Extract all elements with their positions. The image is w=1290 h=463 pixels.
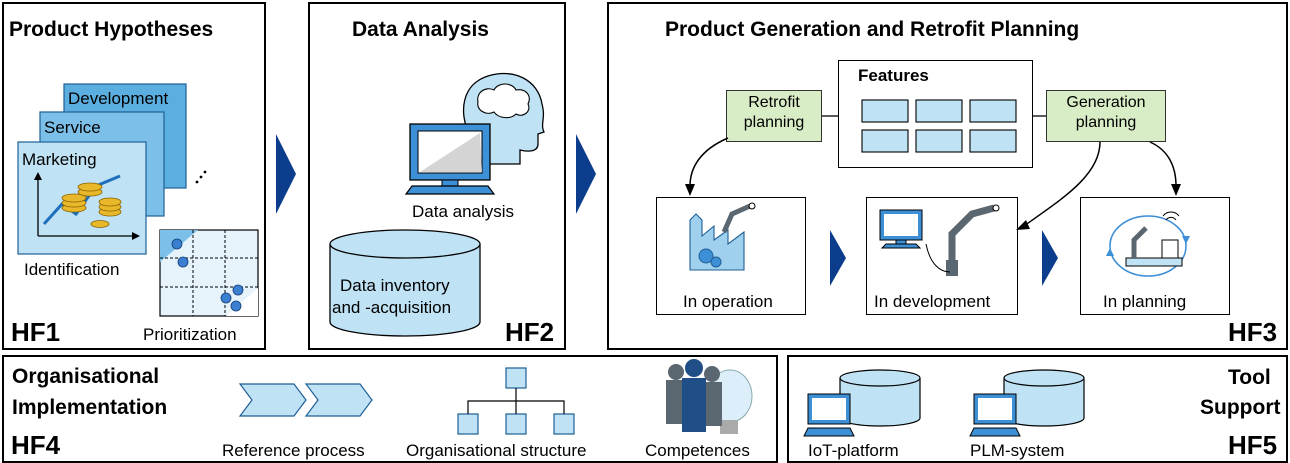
data-inventory-line1: Data inventory [340,276,450,295]
features-label: Features [858,66,929,85]
hf5-title-line1: Tool [1228,366,1271,389]
hf3-title: Product Generation and Retrofit Planning [665,18,1080,41]
identification-label: Identification [24,260,120,279]
process-arrows-icon [238,383,373,417]
card-marketing-label: Marketing [22,150,97,169]
iot-platform-label: IoT-platform [808,441,899,460]
stage-label-planning: In planning [1103,292,1187,311]
hf2-title: Data Analysis [352,18,489,41]
hf3-code: HF3 [1228,317,1278,347]
card-development-label: Development [68,89,169,108]
monitor-icon [404,123,496,195]
prioritization-label: Prioritization [143,325,237,344]
stage-chevron-1-icon [830,230,846,286]
planning-robot-icon [1106,211,1190,277]
generation-line1: Generation [1066,94,1146,111]
hf1-code: HF1 [11,317,61,347]
iot-platform-icon [803,369,921,437]
org-chart-icon [457,367,575,435]
card-service-label: Service [44,118,101,137]
data-analysis-label: Data analysis [412,202,515,221]
chevron-2-icon [576,134,596,214]
stage-label-development: In development [874,292,991,311]
generation-line2: planning [1075,114,1137,131]
generation-planning-box: Generation planning [1046,90,1166,142]
people-lightbulb-icon [666,359,753,434]
hf4-title-line2: Implementation [12,396,168,419]
retrofit-line1: Retrofit [748,94,800,111]
hf2-code: HF2 [505,317,555,347]
competences-label: Competences [645,441,750,460]
stage-chevron-2-icon [1042,230,1058,286]
growth-chart-icon [34,172,140,240]
hf5-code: HF5 [1228,430,1278,460]
database-cylinder-icon [329,229,481,337]
retrofit-planning-box: Retrofit planning [726,90,822,142]
plm-system-label: PLM-system [970,441,1065,460]
retrofit-line2: planning [743,114,805,131]
feature-cells [861,99,1017,153]
data-inventory-line2: and -acquisition [332,298,452,317]
hf4-code: HF4 [11,430,61,460]
factory-robot-icon [689,202,756,271]
prioritization-matrix-icon [159,229,259,317]
plm-system-icon [969,369,1085,437]
hf1-title: Product Hypotheses [9,18,214,41]
hf4-panel [2,355,778,463]
hf4-title-line1: Organisational [12,365,160,388]
stage-label-operation: In operation [683,292,773,311]
organisational-structure-label: Organisational structure [406,441,587,460]
development-robot-icon [879,204,1000,276]
reference-process-label: Reference process [222,441,365,460]
hf5-title-line2: Support [1200,396,1281,419]
chevron-1-icon [276,134,296,214]
